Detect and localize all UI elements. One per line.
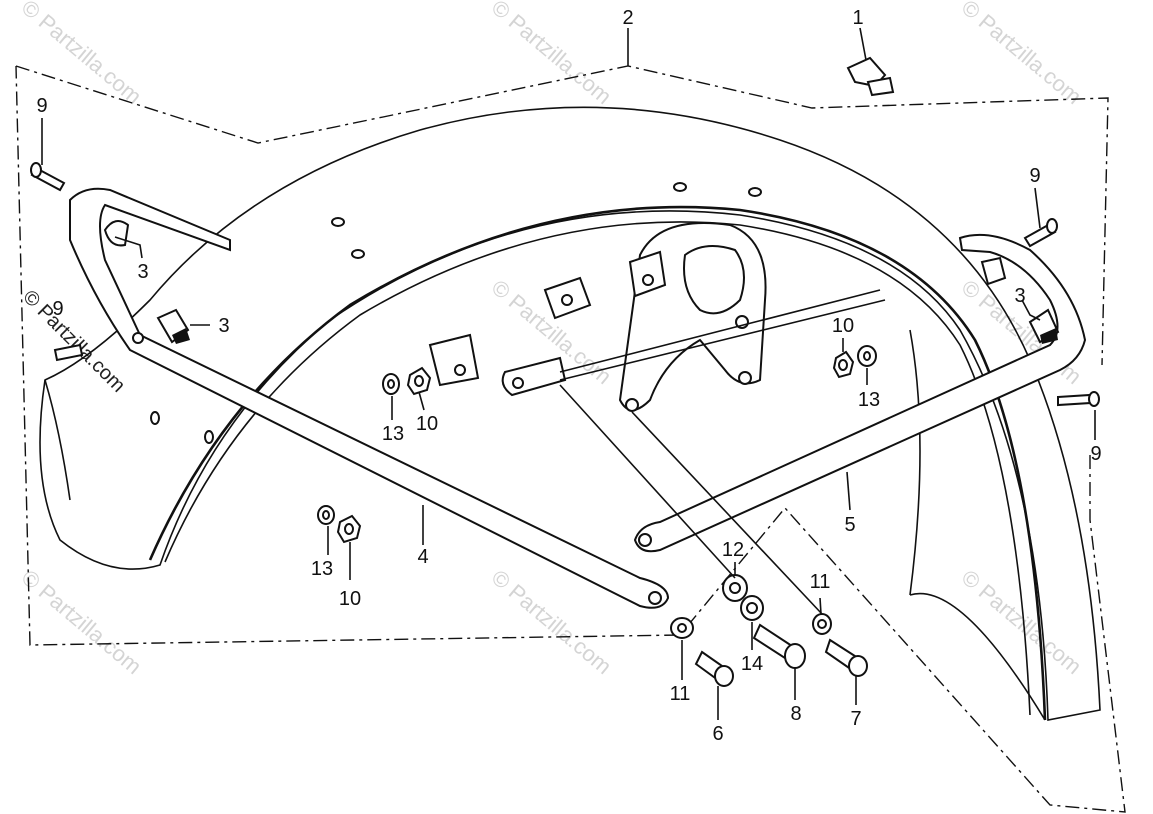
callout-14: 14 <box>741 653 763 675</box>
watermark: © Partzilla.com <box>487 0 617 109</box>
fender-stay-right <box>633 233 1087 553</box>
callout-10: 10 <box>339 588 361 610</box>
callout-2: 2 <box>622 7 633 29</box>
callout-3: 3 <box>218 315 229 337</box>
callout-8: 8 <box>790 703 801 725</box>
nuts-and-washers <box>317 345 877 544</box>
callouts: 2 1 9 9 9 9 3 3 3 13 10 10 13 13 10 4 5 … <box>36 7 1101 745</box>
watermark: © Partzilla.com <box>957 565 1087 679</box>
center-bracket <box>428 222 886 412</box>
callout-6: 6 <box>712 723 723 745</box>
callout-4: 4 <box>417 546 428 568</box>
callout-3: 3 <box>137 261 148 283</box>
callout-9: 9 <box>36 95 47 117</box>
callout-11: 11 <box>810 571 831 593</box>
callout-9: 9 <box>52 298 63 320</box>
callout-10: 10 <box>416 413 438 435</box>
callout-5: 5 <box>844 514 855 536</box>
callout-7: 7 <box>850 708 861 730</box>
callout-10: 10 <box>832 315 854 337</box>
fender-stay-left <box>69 187 670 609</box>
watermark: © Partzilla.com <box>17 0 147 109</box>
watermark: © Partzilla.com <box>957 0 1087 109</box>
callout-13: 13 <box>858 389 880 411</box>
callout-13: 13 <box>382 423 404 445</box>
leader-lines <box>41 27 1096 720</box>
assembly-boundary <box>15 65 1126 813</box>
callout-13: 13 <box>311 558 333 580</box>
callout-12: 12 <box>722 539 744 561</box>
clip-part-1 <box>846 56 895 97</box>
callout-9: 9 <box>1029 165 1040 187</box>
bolt-9 <box>30 162 1100 407</box>
front-fender <box>39 106 1101 721</box>
callout-11: 11 <box>670 683 691 705</box>
callout-9: 9 <box>1090 443 1101 465</box>
watermark: © Partzilla.com <box>17 565 147 679</box>
callout-3: 3 <box>1014 285 1025 307</box>
callout-1: 1 <box>852 7 863 29</box>
lower-hardware <box>670 574 868 687</box>
